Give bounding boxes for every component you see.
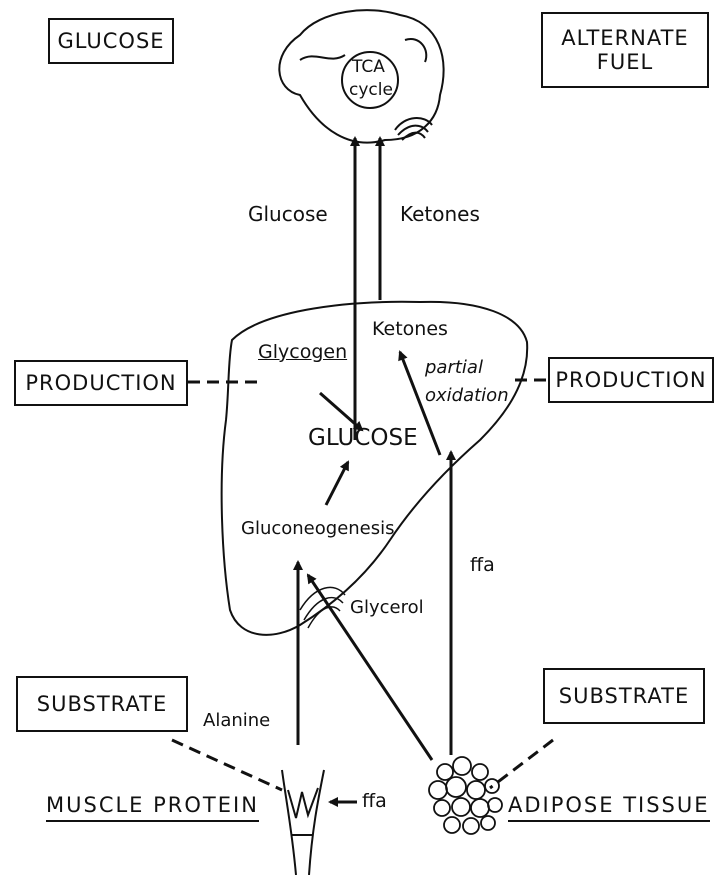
- brain-icon: [278, 9, 445, 144]
- tca-label: TCA: [352, 57, 385, 77]
- glycogen-label: Glycogen: [258, 341, 348, 363]
- ketones-liver-label: Ketones: [372, 318, 448, 340]
- substrate-box-right: SUBSTRATE: [543, 668, 705, 724]
- cycle-label: cycle: [349, 80, 393, 100]
- production-box-right: PRODUCTION: [548, 357, 714, 403]
- ketones-transport-label: Ketones: [400, 202, 480, 226]
- alternate-fuel-box: ALTERNATE FUEL: [541, 12, 709, 88]
- tca-cycle-circle: [341, 51, 399, 109]
- partial-label: partial: [425, 357, 483, 378]
- oxidation-label: oxidation: [425, 385, 509, 406]
- adipose-cells-icon: [428, 756, 503, 835]
- gluconeogenesis-label: Gluconeogenesis: [241, 518, 395, 539]
- alanine-label: Alanine: [203, 710, 271, 731]
- glucose-transport-label: Glucose: [248, 202, 328, 226]
- glycerol-label: Glycerol: [350, 597, 424, 618]
- muscle-protein-caption: MUSCLE PROTEIN: [46, 793, 259, 822]
- liver-outline: [220, 300, 529, 636]
- muscle-icon: [281, 769, 325, 875]
- pathway-arrows: [293, 136, 456, 807]
- dashed-connectors: [171, 378, 554, 792]
- ffa-label-bottom: ffa: [362, 790, 387, 812]
- glucose-liver-label: GLUCOSE: [308, 425, 418, 451]
- adipose-tissue-caption: ADIPOSE TISSUE: [508, 793, 710, 822]
- substrate-box-left: SUBSTRATE: [16, 676, 188, 732]
- production-box-left: PRODUCTION: [14, 360, 188, 406]
- ffa-label-right: ffa: [470, 554, 495, 576]
- glucose-box: GLUCOSE: [48, 18, 174, 64]
